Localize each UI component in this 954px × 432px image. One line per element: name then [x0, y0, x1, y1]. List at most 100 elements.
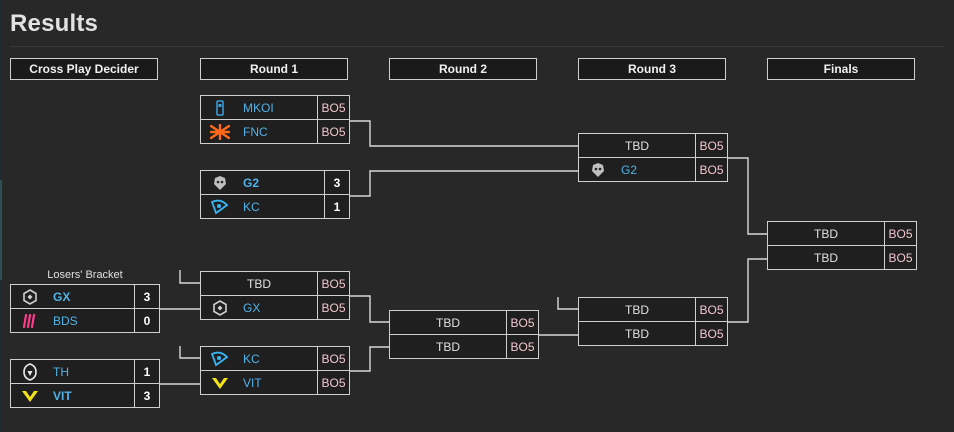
connector-stub-r1m3: [179, 270, 200, 284]
match-row[interactable]: TBD BO5: [767, 221, 917, 246]
match-row[interactable]: FNC BO5: [200, 119, 350, 144]
team-name: VIT: [53, 388, 72, 403]
team-name: KC: [243, 199, 260, 214]
connector-r3m1-final: [728, 157, 767, 235]
connector-r1m3-r2m1: [350, 295, 389, 323]
match-row[interactable]: TH 1: [10, 359, 160, 384]
team-name: TBD: [625, 138, 649, 153]
connector-r1m4-r2m1: [350, 346, 389, 372]
match-row[interactable]: TBD BO5: [389, 334, 539, 359]
g2-logo-icon: [587, 161, 609, 179]
match-score: BO5: [317, 96, 349, 119]
vitality-logo-icon: [19, 387, 41, 405]
match-score: 1: [324, 195, 349, 218]
match-row[interactable]: MKOI BO5: [200, 95, 350, 120]
team-name: TBD: [436, 315, 460, 330]
team-name: VIT: [243, 375, 262, 390]
team-name: TH: [53, 364, 69, 379]
match-row[interactable]: KC BO5: [200, 346, 350, 371]
match-score: BO5: [506, 311, 538, 334]
match-r1-2[interactable]: G2 3 KC 1: [200, 170, 350, 219]
fnatic-logo-icon: [209, 123, 231, 141]
match-row[interactable]: GX 3: [10, 284, 160, 309]
g2-logo-icon: [209, 174, 231, 192]
match-score: 3: [134, 285, 159, 308]
match-score: BO5: [695, 322, 727, 345]
match-r2-1[interactable]: TBD BO5 TBD BO5: [389, 310, 539, 359]
match-row[interactable]: GX BO5: [200, 295, 350, 320]
team-name: TBD: [436, 339, 460, 354]
match-score: 3: [324, 171, 349, 194]
match-row[interactable]: VIT BO5: [200, 370, 350, 395]
match-score: 0: [134, 309, 159, 332]
connector-stub-r3m2: [557, 297, 578, 310]
team-name: FNC: [243, 124, 268, 139]
team-name: TBD: [625, 326, 649, 341]
team-name: G2: [243, 175, 260, 190]
side-accent: [0, 180, 2, 280]
match-score: BO5: [695, 134, 727, 157]
match-cpd-1[interactable]: GX 3 BDS 0: [10, 284, 160, 333]
match-final[interactable]: TBD BO5 TBD BO5: [767, 221, 917, 270]
match-row[interactable]: G2 3: [200, 170, 350, 195]
match-score: BO5: [506, 335, 538, 358]
team-name: TBD: [814, 226, 838, 241]
match-r1-4[interactable]: KC BO5 VIT BO5: [200, 346, 350, 395]
vitality-logo-icon: [209, 374, 231, 392]
team-name: BDS: [53, 313, 78, 328]
match-r3-2[interactable]: TBD BO5 TBD BO5: [578, 297, 728, 346]
connector-r3m2-final: [728, 258, 767, 323]
match-cpd-2[interactable]: TH 1 VIT 3: [10, 359, 160, 408]
title-divider: [10, 46, 944, 47]
match-row[interactable]: VIT 3: [10, 383, 160, 408]
header-round-3: Round 3: [578, 58, 726, 80]
page-title: Results: [10, 10, 99, 37]
match-score: BO5: [317, 371, 349, 394]
team-name: KC: [243, 351, 260, 366]
header-round-1: Round 1: [200, 58, 348, 80]
match-score: 3: [134, 384, 159, 407]
team-name: GX: [243, 300, 261, 315]
match-row[interactable]: TBD BO5: [578, 133, 728, 158]
gx-logo-icon: [19, 288, 41, 306]
match-r1-3[interactable]: TBD BO5 GX BO5: [200, 271, 350, 320]
match-row[interactable]: TBD BO5: [578, 297, 728, 322]
match-score: BO5: [317, 296, 349, 319]
header-cross-play-decider: Cross Play Decider: [10, 58, 158, 80]
match-score: BO5: [695, 158, 727, 181]
match-score: BO5: [884, 246, 916, 269]
losers-bracket-label: Losers' Bracket: [47, 269, 123, 281]
match-row[interactable]: KC 1: [200, 194, 350, 219]
match-score: BO5: [695, 298, 727, 321]
match-row[interactable]: TBD BO5: [767, 245, 917, 270]
connector-r1m1-r3m1: [350, 120, 578, 147]
connector-r1m2-r3m1: [350, 170, 578, 197]
match-r1-1[interactable]: MKOI BO5 FNC BO5: [200, 95, 350, 144]
mkoi-logo-icon: [209, 99, 231, 117]
kc-logo-icon: [209, 350, 231, 368]
header-round-2: Round 2: [389, 58, 537, 80]
team-name: TBD: [625, 302, 649, 317]
match-row[interactable]: TBD BO5: [389, 310, 539, 335]
match-row[interactable]: TBD BO5: [200, 271, 350, 296]
gx-logo-icon: [209, 299, 231, 317]
kc-logo-icon: [209, 198, 231, 216]
match-row[interactable]: TBD BO5: [578, 321, 728, 346]
match-row[interactable]: G2 BO5: [578, 157, 728, 182]
match-score: BO5: [317, 120, 349, 143]
bds-logo-icon: [19, 312, 41, 330]
team-name: G2: [621, 162, 638, 177]
match-score: 1: [134, 360, 159, 383]
match-score: BO5: [317, 272, 349, 295]
match-r3-1[interactable]: TBD BO5 G2 BO5: [578, 133, 728, 182]
match-row[interactable]: BDS 0: [10, 308, 160, 333]
team-name: MKOI: [243, 100, 274, 115]
team-name: TBD: [247, 276, 271, 291]
team-name: TBD: [814, 250, 838, 265]
connector-stub-r1m4: [179, 346, 200, 359]
team-heretics-logo-icon: [19, 362, 41, 381]
match-score: BO5: [317, 347, 349, 370]
match-score: BO5: [884, 222, 916, 245]
team-name: GX: [53, 289, 71, 304]
